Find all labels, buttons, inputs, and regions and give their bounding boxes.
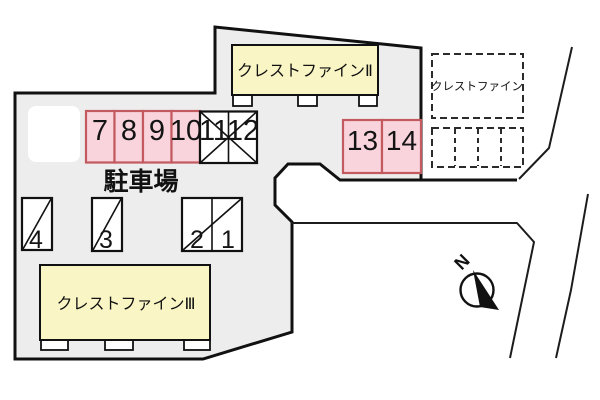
parking-area-label: 駐車場 (103, 167, 178, 196)
building-2-porch-2 (297, 94, 318, 107)
road-edge-lower-right (555, 193, 589, 359)
space-10-label: 10 (170, 115, 202, 147)
space-7 (84, 109, 116, 164)
building-crest-fine-2-label: クレストファインⅡ (237, 62, 373, 80)
space-11-12-cross-2 (199, 110, 258, 164)
compass: N (450, 250, 499, 310)
space-9 (141, 109, 173, 164)
building-crest-fine-existing-label: クレストファイン (431, 80, 523, 93)
space-14 (380, 118, 423, 175)
space-4-label: 4 (29, 226, 43, 254)
road-edge-upper-right (518, 46, 573, 180)
building-3-porch-3 (183, 339, 211, 351)
space-13 (341, 118, 384, 175)
building-2-porch-1 (232, 94, 253, 107)
space-8-label: 8 (121, 115, 137, 147)
space-8 (113, 109, 145, 164)
road-edge-south (291, 222, 535, 359)
space-11-label: 11 (199, 115, 229, 147)
building-crest-fine-2 (231, 44, 379, 96)
space-12-label: 12 (227, 115, 259, 147)
space-1-label: 1 (221, 226, 235, 254)
building-crest-fine-existing (431, 53, 524, 119)
erased-patch (28, 106, 80, 162)
space-14-label: 14 (386, 125, 417, 156)
compass-circle (459, 272, 495, 308)
space-3-label: 3 (99, 226, 113, 254)
space-9-label: 9 (149, 115, 165, 147)
compass-north-label: N (450, 250, 473, 273)
space-7-label: 7 (92, 115, 108, 147)
space-2-label: 2 (190, 226, 204, 254)
space-10 (170, 109, 202, 164)
building-crest-fine-3-label: クレストファインⅢ (56, 295, 195, 313)
space-3-slash (92, 198, 122, 251)
building-2-porch-3 (358, 94, 378, 107)
space-4-slash (22, 198, 52, 250)
building-3-porch-2 (104, 339, 134, 351)
space-13-label: 13 (347, 125, 378, 156)
building-3-porch-1 (40, 339, 69, 351)
compass-needle-icon (473, 270, 499, 310)
building-crest-fine-3 (39, 264, 211, 341)
space-2-1-slash (182, 198, 242, 251)
